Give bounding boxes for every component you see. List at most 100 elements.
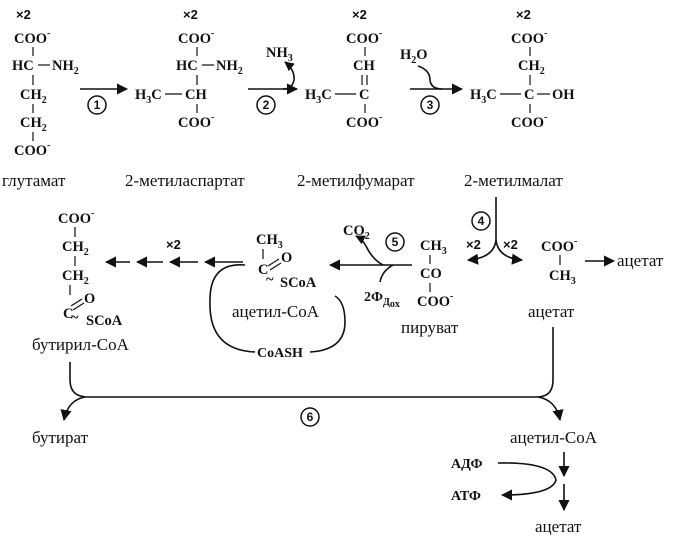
h2o-cofactor: H2O [400,47,428,66]
acetate-bottom-label: ацетат [535,517,582,536]
step-6-to-acetyl-coa [537,396,564,422]
methylmalate-label: 2-метилмалат [464,171,563,190]
butyryl-ch2-b: CH2 [62,268,89,287]
methylmalate-h3c: H3C [470,87,497,106]
acetyl-coa-bottom-label: ацетил-CoA [510,428,598,447]
glutamate-ch2-a: CH2 [20,87,47,106]
methylmalate-c: C [524,87,534,103]
step-5-circle [385,232,405,252]
ferredoxin-cofactor: 2ФДox [364,290,400,310]
step-4-left-multiplier: ×2 [466,237,481,252]
step-4-circle [471,211,491,231]
atp-cofactor: АТФ [451,489,481,504]
coash-cofactor: CoASH [257,346,303,361]
acetyl-coa-c: C [258,262,268,278]
acetate-coo: COO- [541,236,577,255]
glutamate-coo-bottom: COO- [14,140,50,159]
butyryl-c: C [63,306,73,322]
methylfumarate-structure: ×2 COO- CH H3C C COO- 2-метилфумарат [297,7,415,190]
methylaspartate-ch: CH [185,87,207,103]
butyrate-label: бутират [32,428,89,447]
methylfumarate-c: C [359,87,369,103]
coash-loop-right [309,295,346,353]
step-3-circle [420,95,440,115]
step-2-circle [256,95,276,115]
glutamate-multiplier: ×2 [16,7,31,22]
step-4-left-arrow [466,239,497,265]
methylaspartate-nh2: NH2 [216,58,243,77]
acetyl-coa-tilde: ~ [266,272,274,288]
acetyl-coa-structure: CH3 C O ~ SCoA ацетил-CoA [232,232,320,321]
methylmalate-coo-top: COO- [511,28,547,47]
methylfumarate-coo-top: COO- [346,28,382,47]
double-bond [269,262,282,271]
co2-cofactor: CO2 [343,223,370,242]
pyruvate-label: пируват [401,318,459,337]
step-5-co2-release [355,235,384,266]
methylmalate-coo-bottom: COO- [511,112,547,131]
butyryl-o: O [84,291,95,307]
acetyl-coa-ch3: CH3 [256,232,283,251]
methylfumarate-label: 2-метилфумарат [297,171,415,190]
butyryl-scoa: SCoA [86,313,123,329]
step-5-number: 5 [392,235,399,249]
step-4-number: 4 [478,214,485,228]
methylaspartate-h3c: H3C [135,87,162,106]
double-bond [267,258,280,267]
methylaspartate-coo-bottom: COO- [178,112,214,131]
acetyl-coa-o: O [281,250,292,266]
step-4-right-arrow [495,239,524,265]
step-2-number: 2 [263,98,270,112]
pyruvate-co: CO [420,266,442,282]
methylmalate-ch2: CH2 [518,58,545,77]
butyryl-coo: COO- [58,208,94,227]
methylfumarate-h3c: H3C [305,87,332,106]
butyryl-ch2-a: CH2 [62,239,89,258]
acetyl-coa-scoa: SCoA [280,275,317,291]
methylaspartate-hc: HC [176,58,198,74]
butyryl-multiplier: ×2 [166,237,181,252]
glutamate-structure: ×2 COO- HC NH2 CH2 CH2 COO- глутамат [2,7,79,190]
glutamate-ch2-b: CH2 [20,115,47,134]
step-1-number: 1 [94,98,101,112]
double-bond [70,298,83,307]
pyruvate-coo: COO- [417,291,453,310]
methylfumarate-coo-bottom: COO- [346,112,382,131]
double-bond [72,302,85,311]
adp-cofactor: АДФ [451,457,483,472]
nh3-cofactor: NH3 [266,45,293,64]
methylfumarate-ch: CH [353,58,375,74]
acetate-label: ацетат [528,302,575,321]
butyryl-coa-label: бутирил-CoA [32,335,130,354]
acetate-side-label: ацетат [617,251,664,270]
step-6-number: 6 [307,410,314,424]
methylmalate-structure: ×2 COO- CH2 H3C C OH COO- 2-метилмалат [464,7,575,190]
methylaspartate-coo-top: COO- [178,28,214,47]
methylaspartate-multiplier: ×2 [183,7,198,22]
step-6-circle [300,407,320,427]
pyruvate-structure: CH3 CO COO- пируват [401,238,459,337]
step-3-water-curve [417,65,443,90]
methylaspartate-structure: ×2 COO- HC NH2 H3C CH COO- 2-метиласпарт… [125,7,245,190]
step-6-to-butyrate [60,396,86,422]
methylmalate-oh: OH [552,87,575,103]
acetyl-coa-label: ацетил-CoA [232,302,320,321]
adp-to-atp-arrow [497,462,557,501]
methylfumarate-multiplier: ×2 [352,7,367,22]
glutamate-nh2: NH2 [52,58,79,77]
step-3-number: 3 [427,98,434,112]
acetate-ch3: CH3 [549,268,576,287]
pyruvate-ch3: CH3 [420,238,447,257]
butyryl-tilde: ~ [71,310,79,326]
glutamate-hc: HC [12,58,34,74]
glutamate-coo-top: COO- [14,28,50,47]
coash-loop-left [209,264,256,353]
methylaspartate-label: 2-метиласпартат [125,171,245,190]
step-5-fd-curve [379,264,394,283]
acetate-structure: COO- CH3 ацетат [528,236,577,321]
step-2-arrow [248,61,295,90]
step-1-circle [87,95,107,115]
glutamate-label: глутамат [2,171,66,190]
methylmalate-multiplier: ×2 [516,7,531,22]
